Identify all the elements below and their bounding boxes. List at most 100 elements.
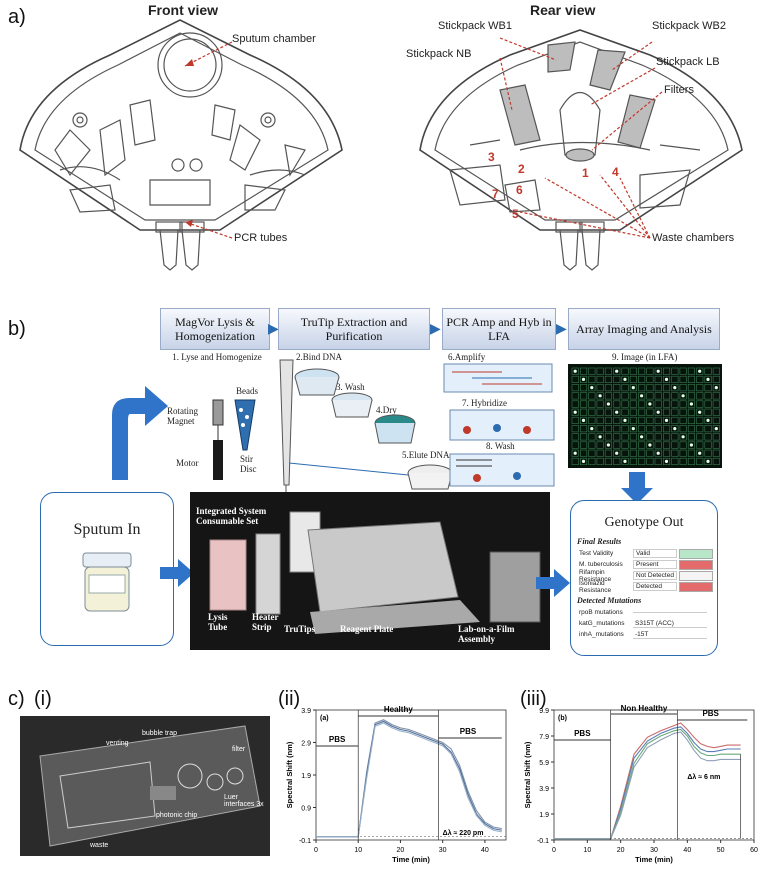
x-tick-label: 0: [314, 847, 318, 854]
array-cell: [588, 367, 596, 375]
array-cell: [654, 367, 662, 375]
array-cell: [687, 375, 695, 383]
series-line: [554, 728, 741, 840]
array-spot: [706, 418, 710, 422]
array-cell: [712, 441, 720, 449]
array-cell: [663, 449, 671, 457]
array-spot: [573, 369, 577, 373]
array-cell: [671, 375, 679, 383]
array-cell: [679, 392, 687, 400]
array-cell: [588, 449, 596, 457]
array-cell: [696, 457, 704, 465]
result-status-indicator: [679, 581, 713, 592]
array-cell: [712, 408, 720, 416]
array-cell: [679, 441, 687, 449]
array-cell: [654, 441, 662, 449]
mutation-name: katG_mutations: [579, 620, 625, 627]
array-cell: [696, 384, 704, 392]
array-cell: [679, 433, 687, 441]
array-cell: [646, 416, 654, 425]
y-tick-label: 9.9: [539, 708, 549, 715]
x-tick-label: 40: [683, 847, 691, 854]
filters-label: Filters: [664, 84, 694, 96]
step-5-label: 5.Elute DNA: [402, 450, 450, 460]
x-axis-label: Time (min): [635, 855, 673, 864]
sub-iii-label: (iii): [520, 688, 547, 710]
array-cell: [679, 375, 687, 383]
series-line: [554, 731, 741, 840]
array-cell: [696, 425, 704, 433]
array-cell: [646, 375, 654, 383]
array-cell: [646, 449, 654, 457]
array-cell: [613, 457, 621, 465]
array-cell: [687, 425, 695, 433]
x-tick-label: 10: [354, 847, 362, 854]
array-spot: [640, 394, 644, 398]
y-tick-label: 7.9: [539, 734, 549, 741]
filter-label: filter: [232, 746, 246, 753]
array-cell: [580, 457, 588, 465]
array-cell: [687, 408, 695, 416]
array-cell: [613, 367, 621, 375]
array-cell: [638, 367, 646, 375]
array-cell: [671, 384, 679, 392]
array-cell: [704, 408, 712, 416]
array-cell: [588, 392, 596, 400]
array-cell: [654, 416, 662, 425]
array-cell: [712, 375, 720, 383]
array-cell: [580, 375, 588, 383]
header-magvor: MagVor Lysis & Homogenization: [160, 308, 270, 350]
rotating-magnet-label: Rotating Magnet: [167, 406, 198, 426]
array-cell: [646, 384, 654, 392]
luer-label: Luer interfaces 3x: [224, 794, 264, 808]
array-cell: [671, 441, 679, 449]
array-cell: [596, 367, 604, 375]
array-spot: [615, 410, 619, 414]
chamber-number-3: 3: [488, 150, 495, 164]
array-spot: [664, 377, 669, 381]
consumable-set-illustration: [190, 492, 550, 650]
array-spot: [631, 427, 635, 431]
array-cell: [621, 375, 629, 383]
array-cell: [613, 441, 621, 449]
array-cell: [580, 433, 588, 441]
array-cell: [712, 367, 720, 375]
array-cell: [613, 375, 621, 383]
array-cell: [580, 416, 588, 425]
array-cell: [712, 416, 720, 425]
array-cell: [671, 425, 679, 433]
array-spot: [656, 410, 660, 414]
result-status-indicator: [679, 548, 713, 559]
array-cell: [671, 416, 679, 425]
array-cell: [671, 449, 679, 457]
array-cell: [663, 384, 671, 392]
array-cell: [629, 375, 637, 383]
array-cell: [588, 425, 596, 433]
down-arrow-icon: [621, 472, 653, 504]
arrow-right-icon: ▶: [556, 320, 567, 336]
array-cell: [613, 433, 621, 441]
array-cell: [596, 384, 604, 392]
array-cell: [621, 433, 629, 441]
array-spot: [640, 435, 644, 439]
array-spot: [664, 459, 669, 463]
y-tick-label: 3.9: [539, 786, 549, 793]
header-trutip: TruTip Extraction and Purification: [278, 308, 430, 350]
array-cell: [654, 457, 662, 465]
array-cell: [571, 441, 579, 449]
x-tick-label: 30: [650, 847, 658, 854]
chart-tag: (b): [558, 715, 567, 722]
array-cell: [712, 384, 720, 392]
array-cell: [712, 400, 720, 408]
array-cell: [696, 416, 704, 425]
result-status-indicator: [679, 559, 713, 570]
array-spot: [689, 402, 693, 406]
array-cell: [704, 416, 712, 425]
array-cell: [663, 392, 671, 400]
array-cell: [671, 408, 679, 416]
array-cell: [588, 433, 596, 441]
array-cell: [580, 367, 588, 375]
array-cell: [580, 392, 588, 400]
front-arrows: [184, 41, 233, 239]
mutation-value: -15T: [633, 631, 707, 639]
